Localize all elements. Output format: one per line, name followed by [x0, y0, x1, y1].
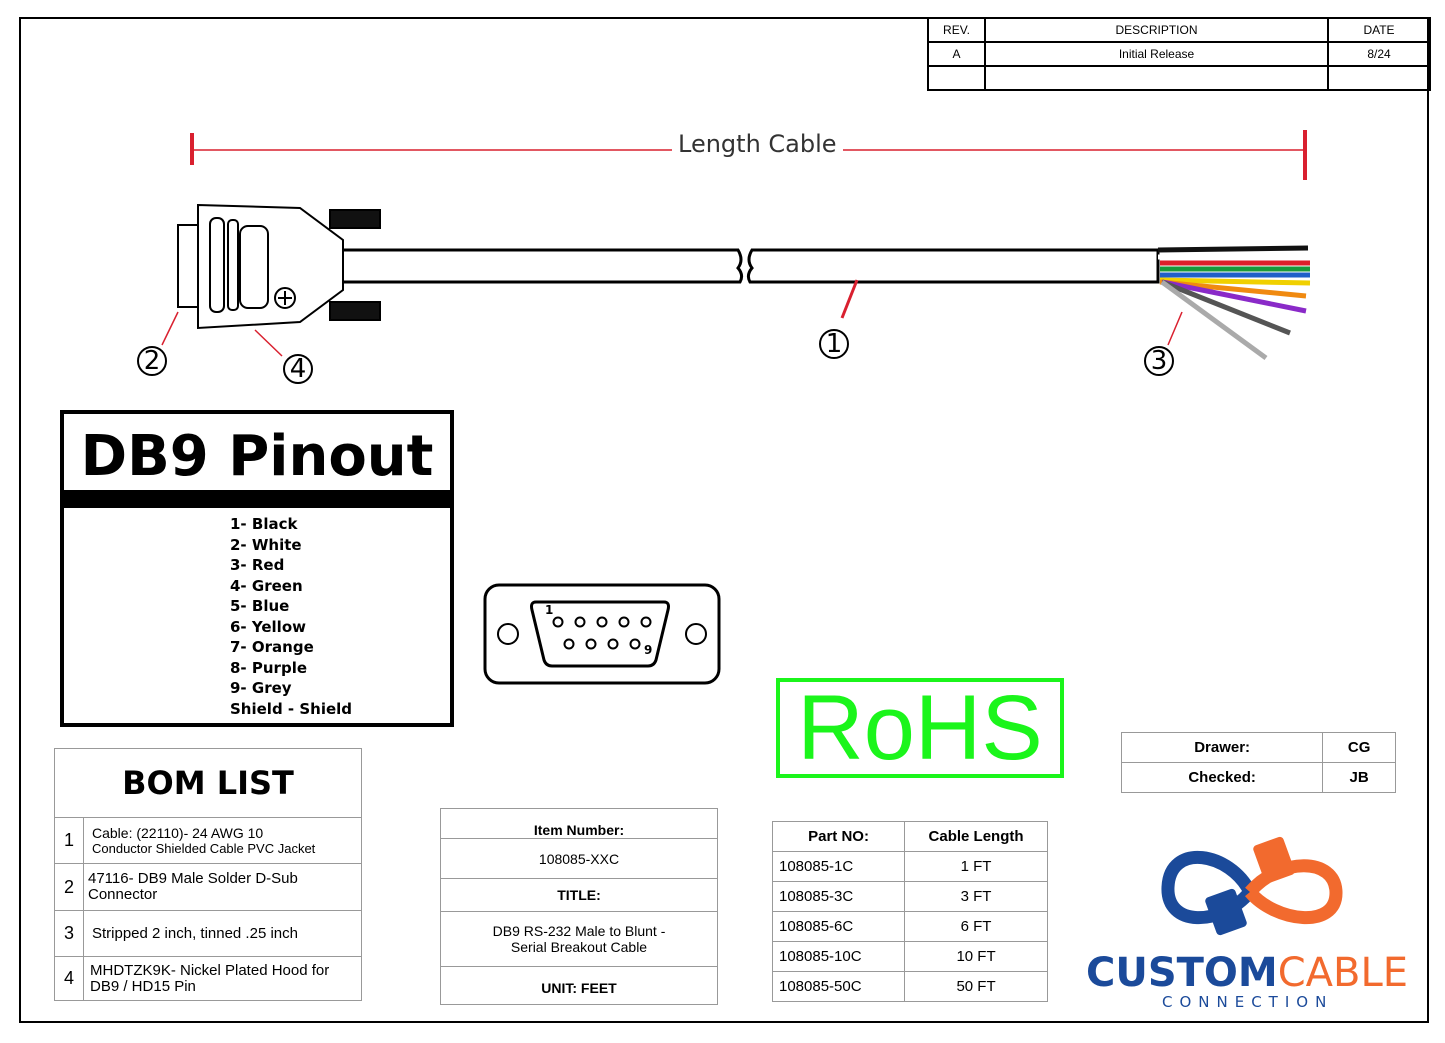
bom-num: 4 — [54, 956, 84, 1001]
part-no-cell: 108085-10C — [771, 941, 906, 972]
pin-item: 9- Grey — [230, 679, 292, 697]
part-no-cell: 108085-50C — [771, 971, 906, 1002]
title-line1: DB9 RS-232 Male to Blunt - — [492, 923, 666, 939]
pin-item: 7- Orange — [230, 638, 314, 656]
pin-list: 1- Black 2- White 3- Red 4- Green 5- Blu… — [230, 514, 352, 719]
rev-value: A — [927, 41, 986, 67]
pin-label-last: 9 — [644, 643, 652, 657]
pin-label-first: 1 — [545, 603, 553, 617]
drawer-label: Drawer: — [1120, 732, 1324, 763]
part-no-cell: 108085-6C — [771, 911, 906, 942]
logo-wordmark: CUSTOMCABLE — [1086, 950, 1408, 996]
pinout-box: DB9 Pinout 1- Black 2- White 3- Red 4- G… — [60, 410, 454, 727]
bom-desc-line1: 47116- DB9 Male Solder D-Sub — [88, 870, 298, 887]
part-no-cell: 108085-1C — [771, 851, 906, 882]
description-empty-cell — [984, 65, 1329, 91]
rev-empty-cell — [927, 65, 986, 91]
drawing-frame — [19, 17, 1429, 1023]
title-value: DB9 RS-232 Male to Blunt -Serial Breakou… — [440, 911, 718, 967]
title-line2: Serial Breakout Cable — [510, 939, 648, 955]
length-cell: 50 FT — [904, 971, 1048, 1002]
bom-desc-line2: Conductor Shielded Cable PVC Jacket — [92, 840, 316, 856]
title-label: TITLE: — [440, 878, 718, 912]
bom-desc-line2: DB9 / HD15 Pin — [90, 977, 196, 995]
drawer-value: CG — [1322, 732, 1396, 763]
bom-desc-line2: Connector — [88, 886, 158, 903]
bom-title: BOM LIST — [54, 748, 362, 818]
table-row: Checked:JB — [1120, 762, 1396, 793]
length-cell: 3 FT — [904, 881, 1048, 912]
part-no-header: Part NO: — [771, 821, 906, 852]
length-cell: 10 FT — [904, 941, 1048, 972]
table-row: 3 Stripped 2 inch, tinned .25 inch — [54, 910, 362, 957]
bom-desc-line1: Cable: (22110)- 24 AWG 10 — [92, 824, 264, 841]
revision-table: REV. DESCRIPTION DATE A Initial Release … — [927, 17, 1431, 91]
table-row: Drawer:CG — [1120, 732, 1396, 763]
bom-num: 1 — [54, 817, 84, 864]
date-value: 8/24 — [1327, 41, 1431, 67]
pinout-title: DB9 Pinout — [80, 424, 434, 489]
callout-4: 4 — [283, 354, 313, 384]
logo-word-cable: CABLE — [1277, 950, 1409, 996]
pinout-divider — [64, 490, 450, 508]
cable-length-header: Cable Length — [904, 821, 1048, 852]
callout-3: 3 — [1144, 346, 1174, 376]
pin-item: 4- Green — [230, 576, 303, 595]
pin-item: Shield - Shield — [230, 699, 353, 718]
signoff-table: Drawer:CG Checked:JB — [1120, 732, 1396, 793]
pin-item: 8- Purple — [230, 658, 308, 677]
length-cell: 1 FT — [904, 851, 1048, 882]
callout-2: 2 — [137, 346, 167, 376]
date-empty-cell — [1327, 65, 1431, 91]
cable-jacket — [343, 248, 1160, 284]
pin-item: 1- Black — [230, 515, 298, 533]
pin-item: 6- Yellow — [230, 617, 306, 636]
bom-desc: Stripped 2 inch, tinned .25 inch — [83, 910, 362, 957]
description-value: Initial Release — [984, 41, 1329, 67]
callout-1: 1 — [819, 329, 849, 359]
length-cable-label: Length Cable — [672, 130, 843, 158]
bom-num: 2 — [54, 863, 84, 911]
table-row: Part NO: Cable Length — [771, 821, 1048, 852]
logo-subtitle: CONNECTION — [1162, 993, 1334, 1011]
item-number-label: Item Number: — [440, 808, 718, 839]
rohs-mark: RoHS — [776, 678, 1064, 778]
item-number-value: 108085-XXC — [440, 838, 718, 879]
rev-header: REV. — [927, 17, 986, 43]
db9-face-drawing: 1 9 — [483, 583, 721, 685]
bom-desc-line1: Stripped 2 inch, tinned .25 inch — [92, 924, 298, 942]
db9-connector-drawing — [177, 203, 381, 330]
cable-drawing — [161, 130, 1311, 361]
breakout-wires — [1157, 245, 1311, 361]
bom-num: 3 — [54, 910, 84, 957]
pin-item: 2- White — [230, 535, 302, 554]
bom-desc-line1: MHDTZK9K- Nickel Plated Hood for — [90, 961, 330, 979]
description-header: DESCRIPTION — [984, 17, 1329, 43]
pin-item: 5- Blue — [230, 597, 290, 615]
unit-label: UNIT: FEET — [440, 966, 718, 1005]
logo-mark — [1161, 836, 1343, 936]
logo-word-custom: CUSTOM — [1086, 950, 1278, 996]
item-info-table: Item Number: 108085-XXC TITLE: DB9 RS-23… — [440, 808, 718, 1005]
checked-label: Checked: — [1120, 762, 1324, 793]
length-cell: 6 FT — [904, 911, 1048, 942]
date-header: DATE — [1327, 17, 1431, 43]
pin-item: 3- Red — [230, 556, 285, 574]
checked-value: JB — [1322, 762, 1396, 793]
part-no-cell: 108085-3C — [771, 881, 906, 912]
